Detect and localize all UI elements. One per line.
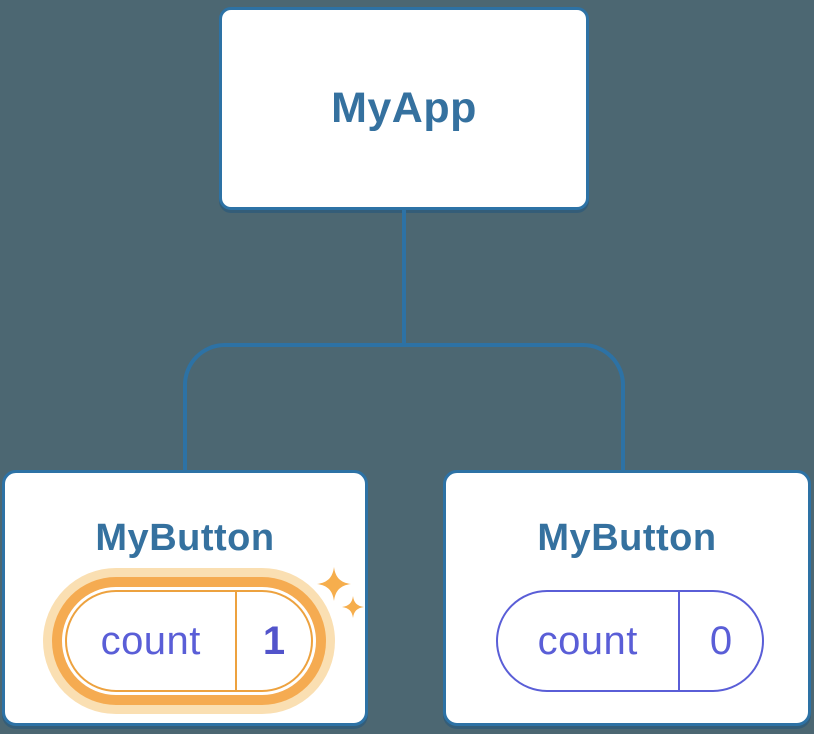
sparkle-icon-small [342,596,364,618]
child-node-label: MyButton [95,517,275,559]
tree-connector-branch [183,343,625,470]
state-value: 0 [709,618,733,663]
child-node-label: MyButton [537,517,717,559]
state-key-label: count [100,618,201,663]
child-node-mybutton-right: MyButton count 0 [443,470,811,726]
root-node-myapp: MyApp [219,7,589,210]
state-pill-highlighted: count 1 [65,590,313,692]
sparkle-icon-large [317,567,351,601]
state-value: 1 [262,618,286,663]
root-node-label: MyApp [331,84,477,132]
child-node-mybutton-left: MyButton count 1 [2,470,368,726]
tree-connector-stem [402,208,406,345]
pill-divider [234,592,237,690]
state-pill-plain: count 0 [496,590,764,692]
state-key-label: count [537,618,638,663]
pill-divider [677,592,680,690]
